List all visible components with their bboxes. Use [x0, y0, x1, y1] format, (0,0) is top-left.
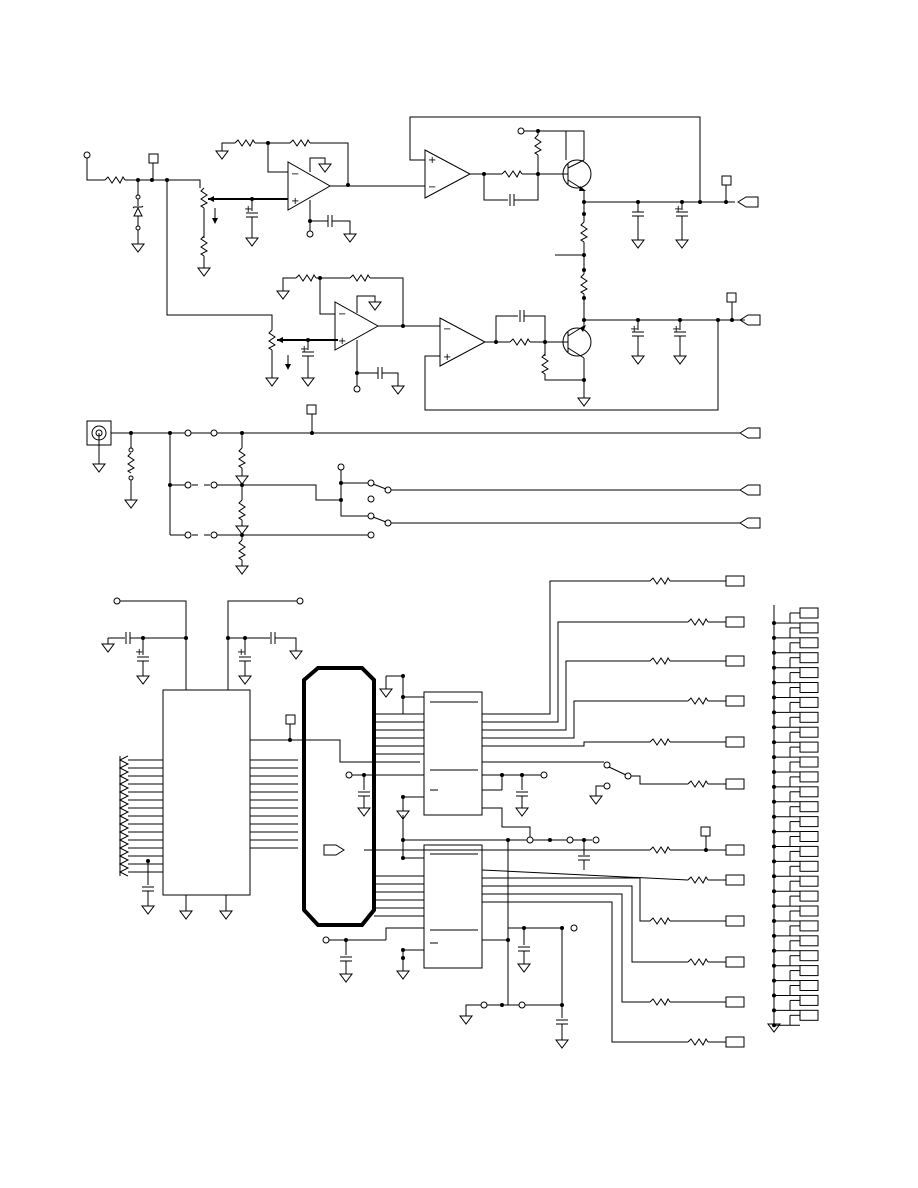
- switch-icon: [367, 512, 392, 539]
- connector-stack-left: [118, 755, 163, 877]
- connector-icon: [799, 711, 819, 723]
- connector-icon: [799, 682, 819, 693]
- svg-text:−: −: [338, 309, 346, 320]
- svg-text:+: +: [237, 647, 245, 658]
- connector-icon: [799, 950, 819, 962]
- svg-text:+: +: [291, 196, 299, 207]
- ic-large: [162, 689, 251, 896]
- connector-icon: [725, 575, 745, 587]
- connector-icon: [799, 890, 819, 902]
- connector-icon: [799, 726, 819, 738]
- op-amp-icon: [334, 301, 380, 351]
- potentiometer-icon: [268, 329, 276, 351]
- svg-text:−: −: [443, 324, 451, 335]
- test-point-icon: [285, 714, 296, 725]
- connector-bank: [767, 605, 819, 1033]
- connector-icon: [799, 994, 819, 1006]
- ic-output-lines: [250, 759, 298, 849]
- connector-icon: [799, 905, 819, 917]
- test-point-icon: [726, 292, 737, 303]
- connector-icon: [739, 517, 761, 529]
- svg-text:+: +: [428, 155, 436, 166]
- connector-icon: [799, 980, 819, 991]
- svg-text:+: +: [674, 204, 682, 215]
- svg-text:−: −: [428, 182, 436, 193]
- ic-lower: [423, 844, 483, 969]
- svg-text:+: +: [672, 324, 680, 335]
- svg-text:+: +: [244, 204, 252, 215]
- test-point-icon: [148, 153, 159, 164]
- connector-icon: [799, 920, 819, 932]
- potentiometer-icon: [200, 187, 208, 209]
- connector-icon: [799, 935, 819, 947]
- ground-icon: [131, 237, 145, 253]
- connector-icon: [799, 637, 819, 649]
- connector-icon: [799, 667, 819, 679]
- power-regulator-section: + − + + −: [83, 116, 761, 411]
- input-terminal: [83, 151, 91, 159]
- test-point-icon: [306, 404, 317, 415]
- connector-icon: [799, 652, 819, 664]
- switch-icon: [603, 761, 632, 790]
- svg-text:+: +: [300, 344, 308, 355]
- resistor-icon: [104, 176, 126, 184]
- connector-icon: [799, 875, 819, 887]
- svg-text:−: −: [291, 169, 299, 180]
- transistor-icon: [562, 325, 592, 392]
- svg-text:+: +: [443, 352, 451, 363]
- op-amp-icon: [439, 317, 487, 367]
- ic-upper-inputs: [374, 701, 478, 791]
- ic-lower-inputs: [374, 853, 478, 944]
- zener-diode-icon: [132, 180, 144, 238]
- connector-icon: [799, 816, 819, 828]
- switch-icon: [367, 479, 392, 503]
- connector-icon: [739, 484, 761, 496]
- test-point-icon: [721, 175, 732, 186]
- op-amp-icon: [287, 161, 332, 211]
- ground-icon: [197, 261, 211, 277]
- connector-icon: [799, 756, 819, 768]
- op-amp-icon: [424, 149, 472, 199]
- connector-icon: [739, 427, 761, 439]
- test-point-icon: [700, 826, 711, 837]
- connector-icon: [799, 786, 819, 798]
- connector-icon: [799, 607, 819, 619]
- connector-icon: [799, 801, 819, 813]
- connector-icon: [799, 1009, 819, 1021]
- input-switching-section: [86, 404, 761, 575]
- connector-icon: [799, 771, 819, 783]
- transistor-icon: [562, 130, 592, 191]
- connector-icon: [799, 965, 819, 977]
- svg-text:+: +: [135, 647, 143, 658]
- connector-icon: [323, 844, 345, 856]
- connector-icon: [737, 196, 759, 208]
- lower-ic-outputs: [481, 869, 745, 1048]
- connector-icon: [799, 622, 819, 634]
- svg-text:+: +: [630, 324, 638, 335]
- connector-icon: [799, 696, 819, 708]
- connector-icon: [799, 845, 819, 857]
- logic-interface-section: + +: [101, 575, 745, 1049]
- svg-text:+: +: [338, 336, 346, 347]
- connector-icon: [799, 831, 819, 842]
- connector-icon: [799, 741, 819, 753]
- ic-upper: [423, 691, 483, 816]
- upper-ic-outputs: [482, 575, 745, 805]
- connector-icon: [799, 860, 819, 872]
- ribbon-bus: [302, 666, 376, 927]
